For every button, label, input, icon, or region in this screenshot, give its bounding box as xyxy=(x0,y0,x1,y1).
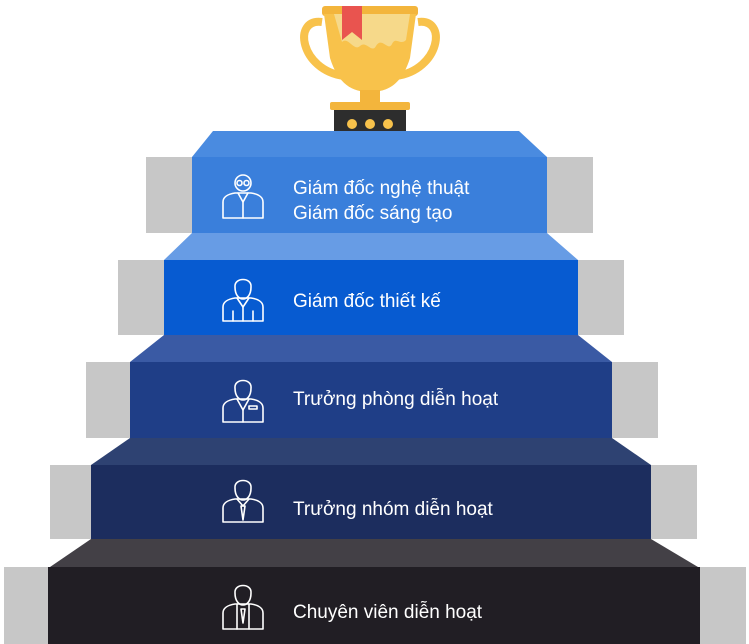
step-2-line-1: Giám đốc thiết kế xyxy=(293,291,441,312)
trophy-icon xyxy=(300,6,440,144)
step-1-line-2: Giám đốc sáng tạo xyxy=(293,203,453,224)
step-5-line-1: Chuyên viên diễn hoạt xyxy=(293,602,483,623)
step-2 xyxy=(118,233,624,335)
step-4-line-1: Trưởng nhóm diễn hoạt xyxy=(293,499,493,520)
step-5-label: Chuyên viên diễn hoạt xyxy=(293,600,482,625)
step-1-line-1: Giám đốc nghệ thuật xyxy=(293,178,470,199)
step-3-label: Trưởng phòng diễn hoạt xyxy=(293,387,498,412)
step-5 xyxy=(4,539,746,644)
step-4-label: Trưởng nhóm diễn hoạt xyxy=(293,497,493,522)
step-2-label: Giám đốc thiết kế xyxy=(293,289,441,314)
step-4 xyxy=(50,438,697,539)
team-lead-icon xyxy=(222,479,264,523)
step-1-label: Giám đốc nghệ thuật Giám đốc sáng tạo xyxy=(293,176,469,226)
step-3 xyxy=(86,335,658,438)
specialist-icon xyxy=(222,584,264,630)
manager-icon xyxy=(222,379,264,423)
director-icon xyxy=(222,278,264,322)
director-glasses-icon xyxy=(222,174,264,219)
step-1 xyxy=(146,131,593,233)
step-3-line-1: Trưởng phòng diễn hoạt xyxy=(293,389,499,410)
